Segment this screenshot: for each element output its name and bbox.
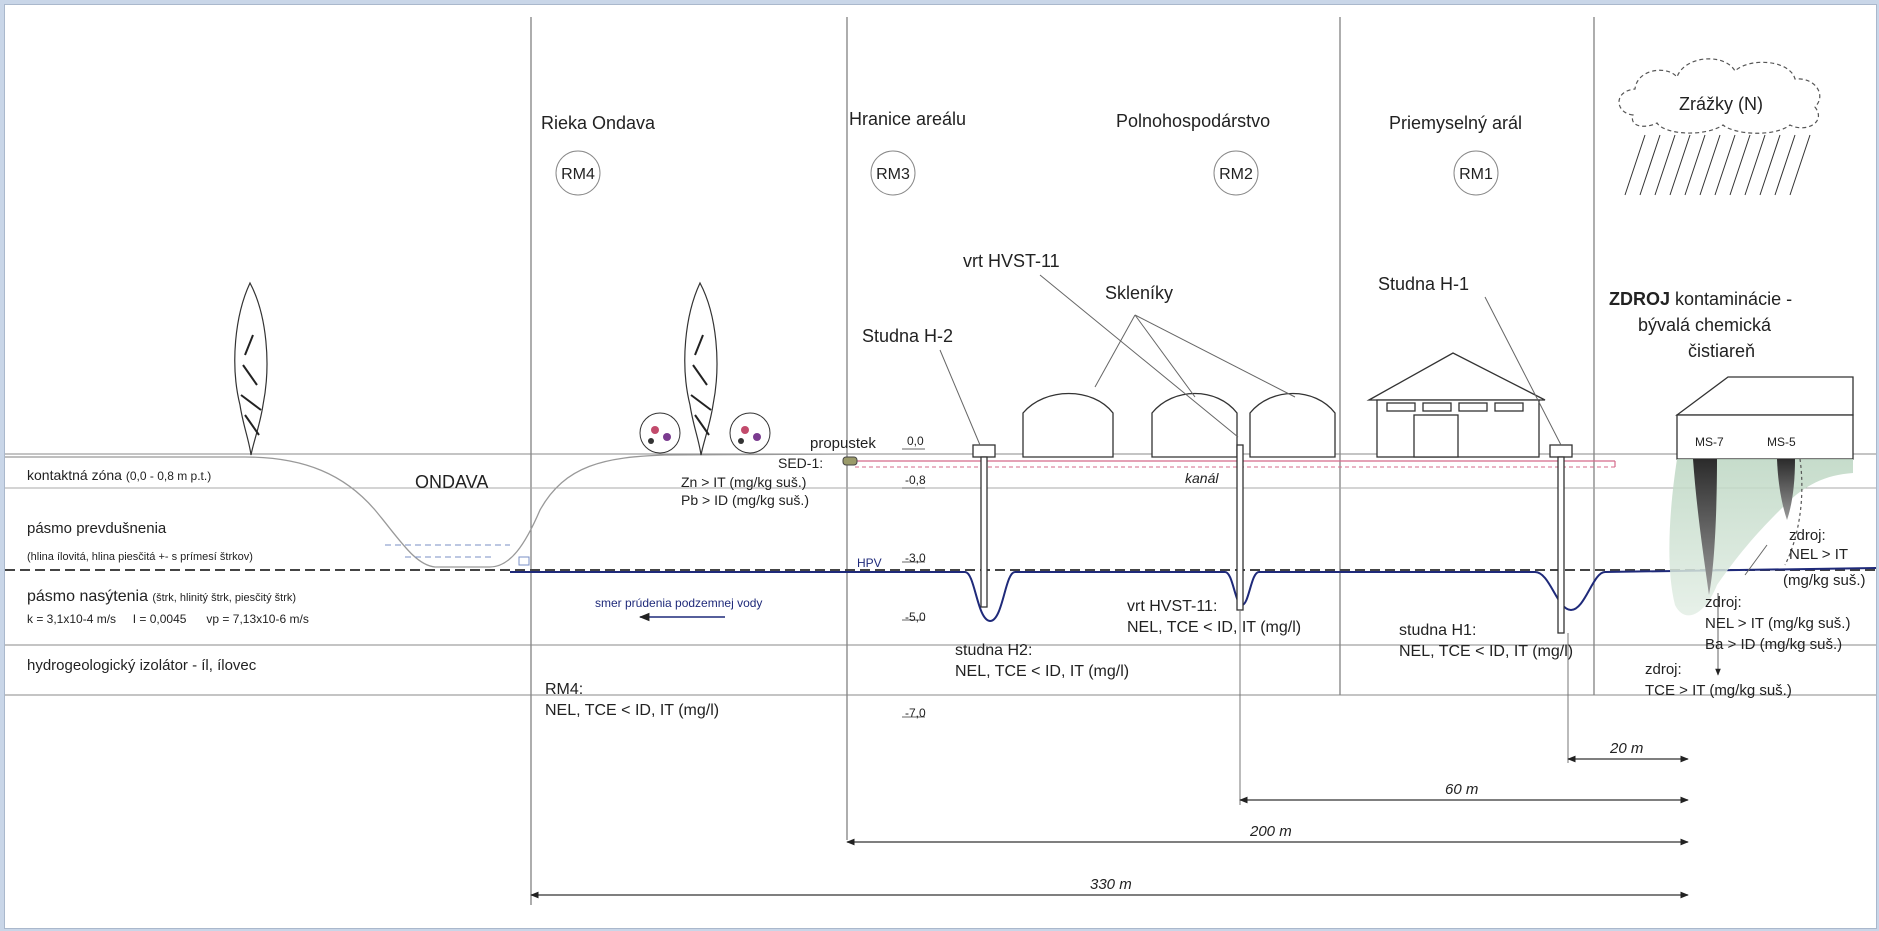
rm2-label: RM2 [1219, 166, 1253, 183]
propustek-label: propustek [810, 435, 876, 452]
leader-lines [939, 274, 1768, 676]
zdroj2-l1: zdroj: [1705, 594, 1742, 611]
bush-icon [729, 412, 771, 454]
layer-prevd-sub: (hlina ílovitá, hlina piesčitá +- s prím… [27, 551, 253, 563]
rm-markers [555, 150, 1499, 196]
zone-label-rieka: Rieka Ondava [541, 113, 656, 133]
river-valley [5, 453, 848, 568]
layer-izolator: hydrogeologický izolátor - íl, ílovec [27, 657, 257, 674]
zdroj3-l2: TCE > IT (mg/kg suš.) [1645, 682, 1792, 699]
layer-prevd: pásmo prevdušnenia [27, 520, 167, 537]
zdroj-title-line2: bývalá chemická [1638, 315, 1772, 335]
zn-label: Zn > IT (mg/kg suš.) [681, 474, 806, 490]
distance-330: 330 m [1090, 876, 1132, 893]
bush-icon [639, 412, 681, 454]
ms7-label: MS-7 [1695, 435, 1724, 449]
rm1-label: RM1 [1459, 166, 1493, 183]
h2-result-l1: studna H2: [955, 642, 1032, 659]
zdroj2-l3: Ba > ID (mg/kg suš.) [1705, 636, 1842, 653]
tree-icon [684, 281, 718, 456]
sklen-label: Skleníky [1105, 283, 1173, 303]
zdroj-title-line1: ZDROJ kontaminácie - [1609, 289, 1792, 309]
layer-kontakt: kontaktná zóna (0,0 - 0,8 m p.t.) [27, 467, 211, 483]
depth-5: -5,0 [905, 610, 926, 624]
depth-ticks [902, 448, 925, 718]
rm4-result-l1: RM4: [545, 681, 583, 698]
greenhouse-icon [1022, 393, 1336, 458]
rm4-result-l2: NEL, TCE < ID, IT (mg/l) [545, 702, 719, 719]
distance-dimensions [530, 755, 1689, 899]
ondava-label: ONDAVA [415, 472, 488, 492]
h2-result-l2: NEL, TCE < ID, IT (mg/l) [955, 663, 1129, 680]
distance-200: 200 m [1249, 823, 1292, 840]
layer-nasyt: pásmo nasýtenia (štrk, hlinitý štrk, pie… [27, 588, 296, 605]
diagram-frame: Rieka Ondava Hranice areálu Polnohospodá… [4, 4, 1877, 929]
depth-7: -7,0 [905, 706, 926, 720]
zdroj2-l2: NEL > IT (mg/kg suš.) [1705, 615, 1850, 632]
zdroj3-l1: zdroj: [1645, 661, 1682, 678]
distance-60: 60 m [1445, 781, 1478, 798]
zone-label-priem: Priemyselný arál [1389, 113, 1522, 133]
zone-label-hranice: Hranice areálu [849, 109, 966, 129]
contamination-plume [1669, 458, 1853, 616]
well-h2 [972, 444, 996, 608]
studna-h2-label: Studna H-2 [862, 326, 953, 346]
depth-0: 0,0 [907, 434, 924, 448]
studna-h1-label: Studna H-1 [1378, 274, 1469, 294]
well-h1 [1549, 444, 1573, 763]
kanal-label: kanál [1185, 470, 1219, 486]
h1-result-l2: NEL, TCE < ID, IT (mg/l) [1399, 643, 1573, 660]
culvert-icon [842, 456, 858, 466]
well-hvst-11 [1236, 444, 1244, 805]
layer-lines [5, 453, 1876, 696]
vrt-result-l2: NEL, TCE < ID, IT (mg/l) [1127, 619, 1301, 636]
depth-3: -3,0 [905, 551, 926, 565]
vrt-label: vrt HVST-11 [963, 251, 1060, 271]
zdroj-title-line3: čistiareň [1688, 341, 1755, 361]
zone-label-polno: Polnohospodárstvo [1116, 111, 1270, 131]
conceptual-model-diagram: Rieka Ondava Hranice areálu Polnohospodá… [5, 17, 1876, 905]
depth-08: -0,8 [905, 473, 926, 487]
h1-result-l1: studna H1: [1399, 622, 1476, 639]
ms5-label: MS-5 [1767, 435, 1796, 449]
distance-20: 20 m [1609, 740, 1643, 757]
industrial-building-icon [1366, 352, 1546, 458]
zdroj1-l2: NEL > IT [1789, 546, 1848, 563]
rain-cloud-icon [1618, 58, 1821, 196]
hpv-label: HPV [857, 556, 882, 570]
rm3-label: RM3 [876, 166, 910, 183]
zone-label-zrazky: Zrážky (N) [1679, 94, 1763, 114]
tree-icon [234, 281, 268, 456]
zdroj1-l3: (mg/kg suš.) [1783, 572, 1866, 589]
vrt-result-l1: vrt HVST-11: [1127, 598, 1217, 615]
pb-label: Pb > ID (mg/kg suš.) [681, 492, 809, 508]
rm4-label: RM4 [561, 166, 595, 183]
zdroj1-l1: zdroj: [1789, 527, 1826, 544]
flow-label: smer prúdenia podzemnej vody [595, 596, 762, 610]
layer-params: k = 3,1x10-4 m/s I = 0,0045 vp = 7,13x10… [27, 612, 309, 626]
sed1-label: SED-1: [778, 455, 823, 471]
dry-cleaner-building-icon [1675, 376, 1854, 460]
